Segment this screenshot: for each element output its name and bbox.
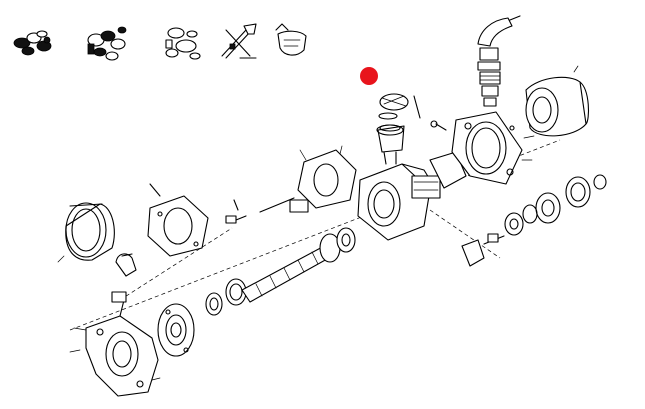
diaphragm-flange-part — [147, 183, 209, 257]
cylinder-housing-part — [451, 111, 535, 185]
drive-shaft-part — [241, 227, 356, 303]
diaphragm-disc-part — [504, 174, 607, 236]
pump-body-part — [357, 151, 467, 241]
flange-part — [157, 303, 195, 357]
bearing-part — [205, 278, 247, 316]
seal-kit-icon[interactable] — [13, 30, 52, 56]
cylinder-cap-part — [525, 65, 590, 137]
tool-set-icon[interactable] — [221, 23, 257, 59]
end-cover-part — [57, 202, 115, 263]
pump-housing-left — [69, 291, 161, 397]
grease-icon[interactable] — [275, 23, 307, 56]
outlet-pipe-part — [477, 15, 521, 107]
o-ring-kit-icon[interactable] — [165, 27, 201, 60]
repair-kit-icon[interactable] — [87, 26, 127, 61]
inlet-elbow-part — [461, 233, 505, 267]
selected-part-marker[interactable] — [360, 67, 378, 85]
bracket-plate-part — [297, 145, 357, 209]
valve-chamber-part — [376, 93, 447, 165]
bolt-part — [225, 197, 309, 224]
elbow-fitting-part — [115, 253, 137, 277]
